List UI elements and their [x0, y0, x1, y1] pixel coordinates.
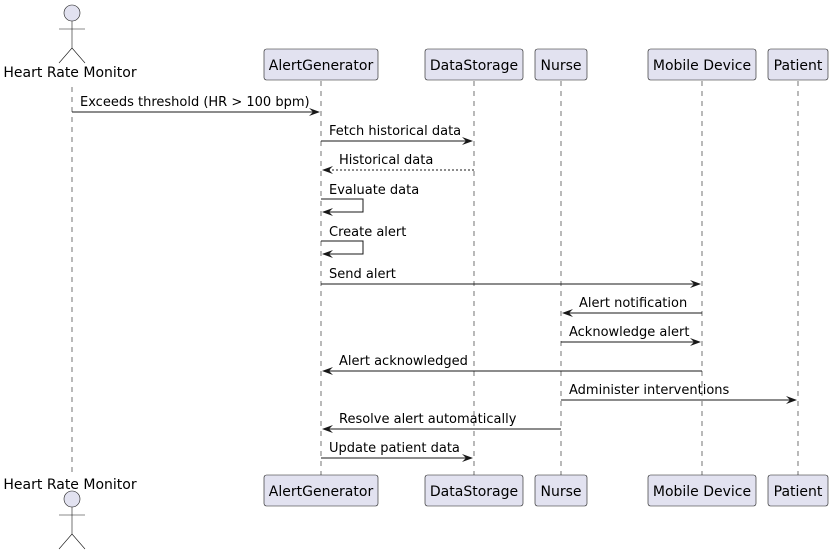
message-line [321, 240, 364, 255]
arrowhead-icon [462, 454, 473, 462]
actor-label-bottom: Heart Rate Monitor [3, 477, 136, 493]
message-label: Update patient data [329, 441, 460, 456]
participant-label: DataStorage [430, 484, 518, 500]
message-label: Fetch historical data [329, 124, 461, 139]
arrowhead-icon [322, 166, 333, 174]
message-label: Administer interventions [569, 383, 730, 398]
message-label: Create alert [329, 225, 406, 240]
participant-patient-bottom: Patient [767, 474, 829, 507]
participant-datastorage-bottom: DataStorage [424, 474, 524, 507]
message-create-alert: Create alert [321, 225, 406, 258]
participant-nurse-top: Nurse [534, 48, 588, 81]
arrowhead-icon [322, 367, 333, 375]
participant-nurse-bottom: Nurse [534, 474, 588, 507]
arrowhead-icon [462, 137, 473, 145]
messages: Exceeds threshold (HR > 100 bpm) Fetch hi… [72, 95, 797, 462]
participant-alertgenerator-bottom: AlertGenerator [263, 474, 379, 507]
arrowhead-icon [322, 208, 333, 216]
arrowhead-icon [690, 280, 701, 288]
actor-heart-rate-monitor-top [58, 4, 86, 64]
message-administer-interventions: Administer interventions [561, 383, 797, 404]
actor-body-icon [58, 21, 86, 64]
message-label: Send alert [329, 267, 396, 282]
arrowhead-icon [690, 338, 701, 346]
message-fetch-historical-data: Fetch historical data [321, 124, 473, 145]
message-label: Evaluate data [329, 183, 419, 198]
message-send-alert: Send alert [321, 267, 701, 288]
arrowhead-icon [322, 425, 333, 433]
participant-label: AlertGenerator [269, 484, 374, 500]
message-resolve-alert-automatically: Resolve alert automatically [322, 412, 561, 433]
participant-label: Patient [774, 58, 823, 74]
message-label: Resolve alert automatically [339, 412, 517, 427]
message-alert-acknowledged: Alert acknowledged [322, 354, 702, 375]
participant-label: AlertGenerator [269, 58, 374, 74]
actor-body-icon [58, 507, 86, 550]
message-label: Alert notification [579, 296, 687, 311]
participant-label: Nurse [540, 58, 581, 74]
message-label: Alert acknowledged [339, 354, 468, 369]
participant-label: Mobile Device [653, 484, 751, 500]
message-line [321, 198, 364, 213]
actor-heart-rate-monitor-bottom [58, 490, 86, 550]
arrowhead-icon [562, 309, 573, 317]
actor-head-icon [63, 490, 81, 508]
participant-label: Nurse [540, 484, 581, 500]
message-label: Acknowledge alert [569, 325, 689, 340]
participant-alertgenerator-top: AlertGenerator [263, 48, 379, 81]
actor-label-top: Heart Rate Monitor [3, 65, 136, 81]
message-evaluate-data: Evaluate data [321, 183, 419, 216]
arrowhead-icon [322, 250, 333, 258]
participant-patient-top: Patient [767, 48, 829, 81]
lifelines [71, 81, 799, 475]
actor-head-icon [63, 4, 81, 22]
arrowhead-icon [309, 108, 320, 116]
arrowhead-icon [786, 396, 797, 404]
participant-label: DataStorage [430, 58, 518, 74]
participant-mobile-device-top: Mobile Device [647, 48, 757, 81]
message-exceeds-threshold-hr-100-bpm: Exceeds threshold (HR > 100 bpm) [72, 95, 320, 116]
message-acknowledge-alert: Acknowledge alert [561, 325, 701, 346]
message-historical-data: Historical data [322, 153, 474, 174]
message-label: Exceeds threshold (HR > 100 bpm) [80, 95, 310, 110]
participant-mobile-device-bottom: Mobile Device [647, 474, 757, 507]
message-update-patient-data: Update patient data [321, 441, 473, 462]
message-alert-notification: Alert notification [562, 296, 702, 317]
participant-datastorage-top: DataStorage [424, 48, 524, 81]
message-label: Historical data [339, 153, 433, 168]
participant-label: Mobile Device [653, 58, 751, 74]
participant-label: Patient [774, 484, 823, 500]
